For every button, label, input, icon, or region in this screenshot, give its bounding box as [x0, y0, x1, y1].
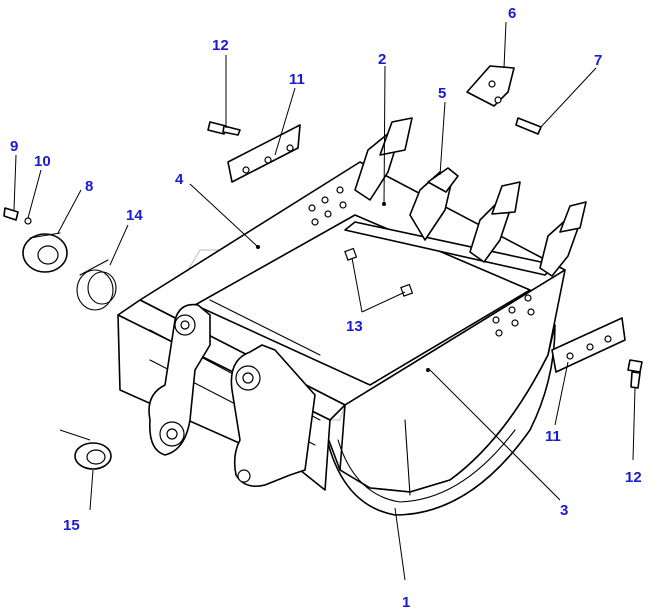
callout-2: 2	[378, 51, 386, 68]
callout-13: 13	[346, 318, 363, 335]
tooth-point	[409, 167, 459, 241]
mounting-bracket-front	[230, 344, 316, 488]
callout-12-top: 12	[212, 37, 229, 54]
callout-7: 7	[594, 52, 602, 69]
callout-1: 1	[402, 594, 410, 611]
leader-lines	[13, 21, 636, 581]
callout-11-top: 11	[289, 71, 305, 88]
callout-4: 4	[175, 171, 184, 188]
callout-15: 15	[63, 517, 80, 534]
callout-11-bottom: 11	[545, 428, 561, 445]
mounting-bracket-rear	[148, 303, 211, 456]
bucket-body	[117, 161, 566, 516]
side-plate	[551, 317, 626, 373]
tooth-adapter	[354, 117, 587, 277]
spacer-ring	[76, 259, 117, 311]
tooth	[466, 65, 515, 107]
callout-9: 9	[10, 138, 18, 155]
callout-6: 6	[508, 5, 516, 22]
callout-12-bottom: 12	[625, 469, 642, 486]
callout-3: 3	[560, 502, 568, 519]
bolt-right	[627, 359, 643, 389]
callout-14: 14	[126, 207, 143, 224]
small-bolt	[3, 207, 19, 221]
bushing	[74, 442, 112, 470]
tooth-pin	[515, 117, 542, 135]
callout-10: 10	[34, 153, 51, 170]
boss	[22, 232, 68, 273]
bolt-left	[207, 121, 241, 136]
callout-5: 5	[438, 85, 446, 102]
side-cutter	[227, 124, 301, 183]
washer	[24, 217, 32, 225]
callout-8: 8	[85, 178, 93, 195]
